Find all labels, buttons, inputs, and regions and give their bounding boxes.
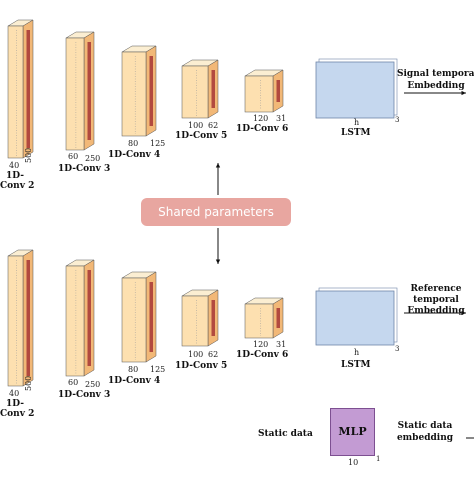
conv4-dim-a-bottom: 80 <box>128 365 139 374</box>
lstm-box-top <box>315 61 395 119</box>
conv5-dim-a-top: 100 <box>188 121 204 130</box>
conv2-dim-b-bottom: 500 <box>24 375 33 391</box>
conv4-dim-b-bottom: 125 <box>150 365 166 374</box>
conv-block-1-2-front <box>121 277 147 363</box>
conv3-dim-b-bottom: 250 <box>85 380 101 389</box>
conv3-label-top: 1D-Conv 3 <box>58 164 111 174</box>
lstm-label-bottom: LSTM <box>341 360 371 370</box>
conv6-label-bottom: 1D-Conv 6 <box>236 350 289 360</box>
conv3-dim-b-top: 250 <box>85 154 101 163</box>
conv3-dim-a-top: 60 <box>68 152 79 161</box>
conv-block-0-4-front <box>244 75 274 113</box>
conv-block-1-1 <box>65 259 95 377</box>
reference-output-arrow-head <box>461 310 466 316</box>
conv2-dim-b-top: 500 <box>24 147 33 163</box>
conv-block-1-1-stripe <box>87 270 91 366</box>
lstm-h-top: h <box>354 118 360 127</box>
conv-block-1-2-stripe <box>149 282 153 352</box>
conv-block-0-4-stripe <box>276 80 280 102</box>
lstm-n-bottom: 3 <box>395 345 400 353</box>
conv-block-0-1-front <box>65 37 85 151</box>
conv-block-0-2 <box>121 45 157 137</box>
conv4-dim-b-top: 125 <box>150 139 166 148</box>
conv2-dim-a-bottom: 40 <box>9 389 20 398</box>
conv4-dim-a-top: 80 <box>128 139 139 148</box>
conv-block-1-3-stripe <box>211 300 215 336</box>
conv-block-0-4 <box>244 69 284 113</box>
signal-embedding-label: Signal temporal Embedding <box>397 69 474 91</box>
conv6-dim-a-top: 120 <box>253 114 269 123</box>
mlp-dim2-label: 1 <box>376 455 381 463</box>
conv-block-0-2-stripe <box>149 56 153 126</box>
static-data-label: Static data <box>258 429 313 439</box>
conv-block-0-0 <box>7 19 34 159</box>
mlp-block: MLP <box>330 408 375 456</box>
mlp-dim-label: 10 <box>348 458 359 467</box>
reference-embedding-label: Reference temporal Embedding <box>407 284 465 316</box>
conv4-label-top: 1D-Conv 4 <box>108 150 161 160</box>
shared-parameters-box: Shared parameters <box>141 198 291 226</box>
conv-block-1-3 <box>181 289 219 347</box>
lstm-label-top: LSTM <box>341 128 371 138</box>
conv6-label-top: 1D-Conv 6 <box>236 124 289 134</box>
conv-block-0-0-front <box>7 25 24 159</box>
conv2-dim-a-top: 40 <box>9 161 20 170</box>
conv5-dim-b-top: 62 <box>208 121 219 130</box>
shared-arrow-up-head <box>215 163 221 168</box>
conv5-dim-b-bottom: 62 <box>208 350 219 359</box>
conv-block-1-1-front <box>65 265 85 377</box>
conv3-label-bottom: 1D-Conv 3 <box>58 390 111 400</box>
conv-block-1-0 <box>7 249 34 387</box>
conv-block-0-3-front <box>181 65 209 119</box>
conv-block-1-4 <box>244 297 284 339</box>
static-embedding-label: Static data embedding <box>396 421 454 443</box>
conv-block-0-3-stripe <box>211 70 215 108</box>
conv2-label-bottom: 1D- Conv 2 <box>0 399 35 419</box>
conv-block-1-4-stripe <box>276 308 280 328</box>
conv6-dim-b-top: 31 <box>276 114 287 123</box>
signal-output-arrow-head <box>461 90 466 96</box>
conv-block-0-0-stripe <box>26 30 30 148</box>
conv-block-0-2-front <box>121 51 147 137</box>
lstm-box-bottom <box>315 290 395 346</box>
conv4-label-bottom: 1D-Conv 4 <box>108 376 161 386</box>
conv-block-1-2 <box>121 271 157 363</box>
conv6-dim-a-bottom: 120 <box>253 340 269 349</box>
lstm-h-bottom: h <box>354 348 360 357</box>
conv6-dim-b-bottom: 31 <box>276 340 287 349</box>
conv-block-0-1-stripe <box>87 42 91 140</box>
conv3-dim-a-bottom: 60 <box>68 378 79 387</box>
conv5-label-top: 1D-Conv 5 <box>175 131 228 141</box>
conv-block-1-3-front <box>181 295 209 347</box>
conv5-dim-a-bottom: 100 <box>188 350 204 359</box>
conv5-label-bottom: 1D-Conv 5 <box>175 361 228 371</box>
shared-arrow-down-head <box>215 259 221 264</box>
lstm-n-top: 3 <box>395 116 400 124</box>
conv-block-0-3 <box>181 59 219 119</box>
conv-block-1-0-stripe <box>26 260 30 376</box>
conv2-label-top: 1D- Conv 2 <box>0 171 35 191</box>
conv-block-1-4-front <box>244 303 274 339</box>
conv-block-0-1 <box>65 31 95 151</box>
conv-block-1-0-front <box>7 255 24 387</box>
